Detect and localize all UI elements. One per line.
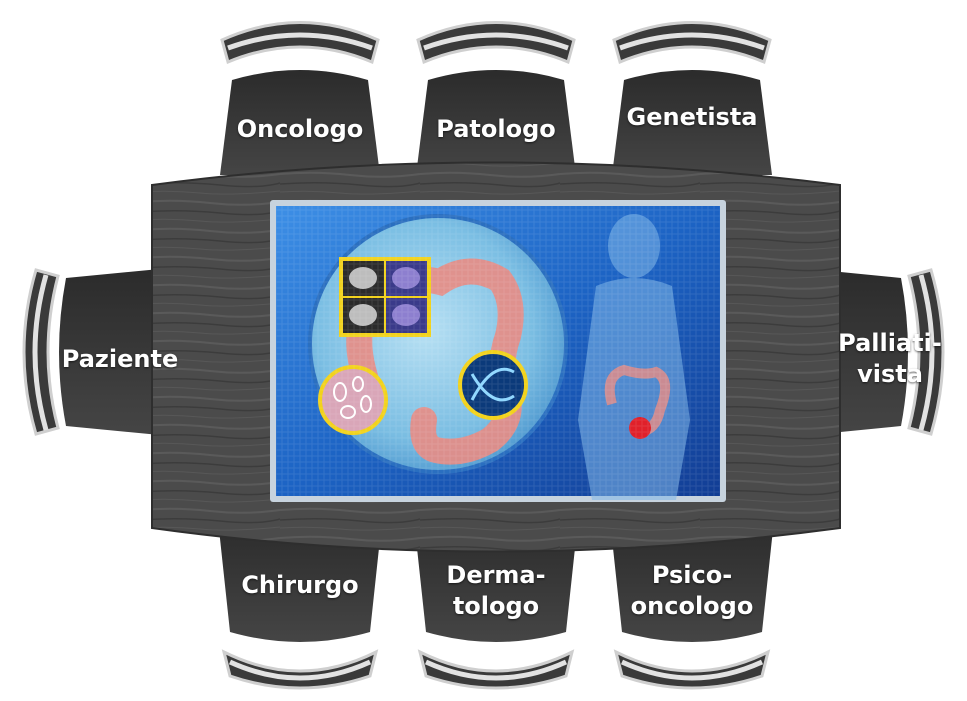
seat-label-palliativista-line2: vista — [820, 359, 960, 390]
seat-label-genetista: Genetista — [614, 102, 770, 133]
seat-label-psicooncologo-line2: oncologo — [614, 591, 770, 622]
seat-label-palliativista: Palliati- vista — [820, 328, 960, 390]
seat-label-dermatologo-line1: Derma- — [418, 560, 574, 591]
seat-label-psicooncologo: Psico- oncologo — [614, 560, 770, 622]
seat-label-chirurgo: Chirurgo — [222, 570, 378, 601]
seat-label-patologo: Patologo — [418, 114, 574, 145]
chair-top-1 — [220, 23, 380, 176]
seat-label-psicooncologo-line1: Psico- — [614, 560, 770, 591]
chair-top-2 — [416, 23, 576, 176]
medical-display-icon — [270, 200, 726, 502]
seat-label-palliativista-line1: Palliati- — [820, 328, 960, 359]
seat-label-oncologo: Oncologo — [222, 114, 378, 145]
seat-label-paziente: Paziente — [50, 344, 190, 375]
seat-label-dermatologo: Derma- tologo — [418, 560, 574, 622]
seat-label-dermatologo-line2: tologo — [418, 591, 574, 622]
chair-top-3 — [612, 23, 772, 176]
seat-label-chirurgo-line1: Chirurgo — [222, 570, 378, 601]
